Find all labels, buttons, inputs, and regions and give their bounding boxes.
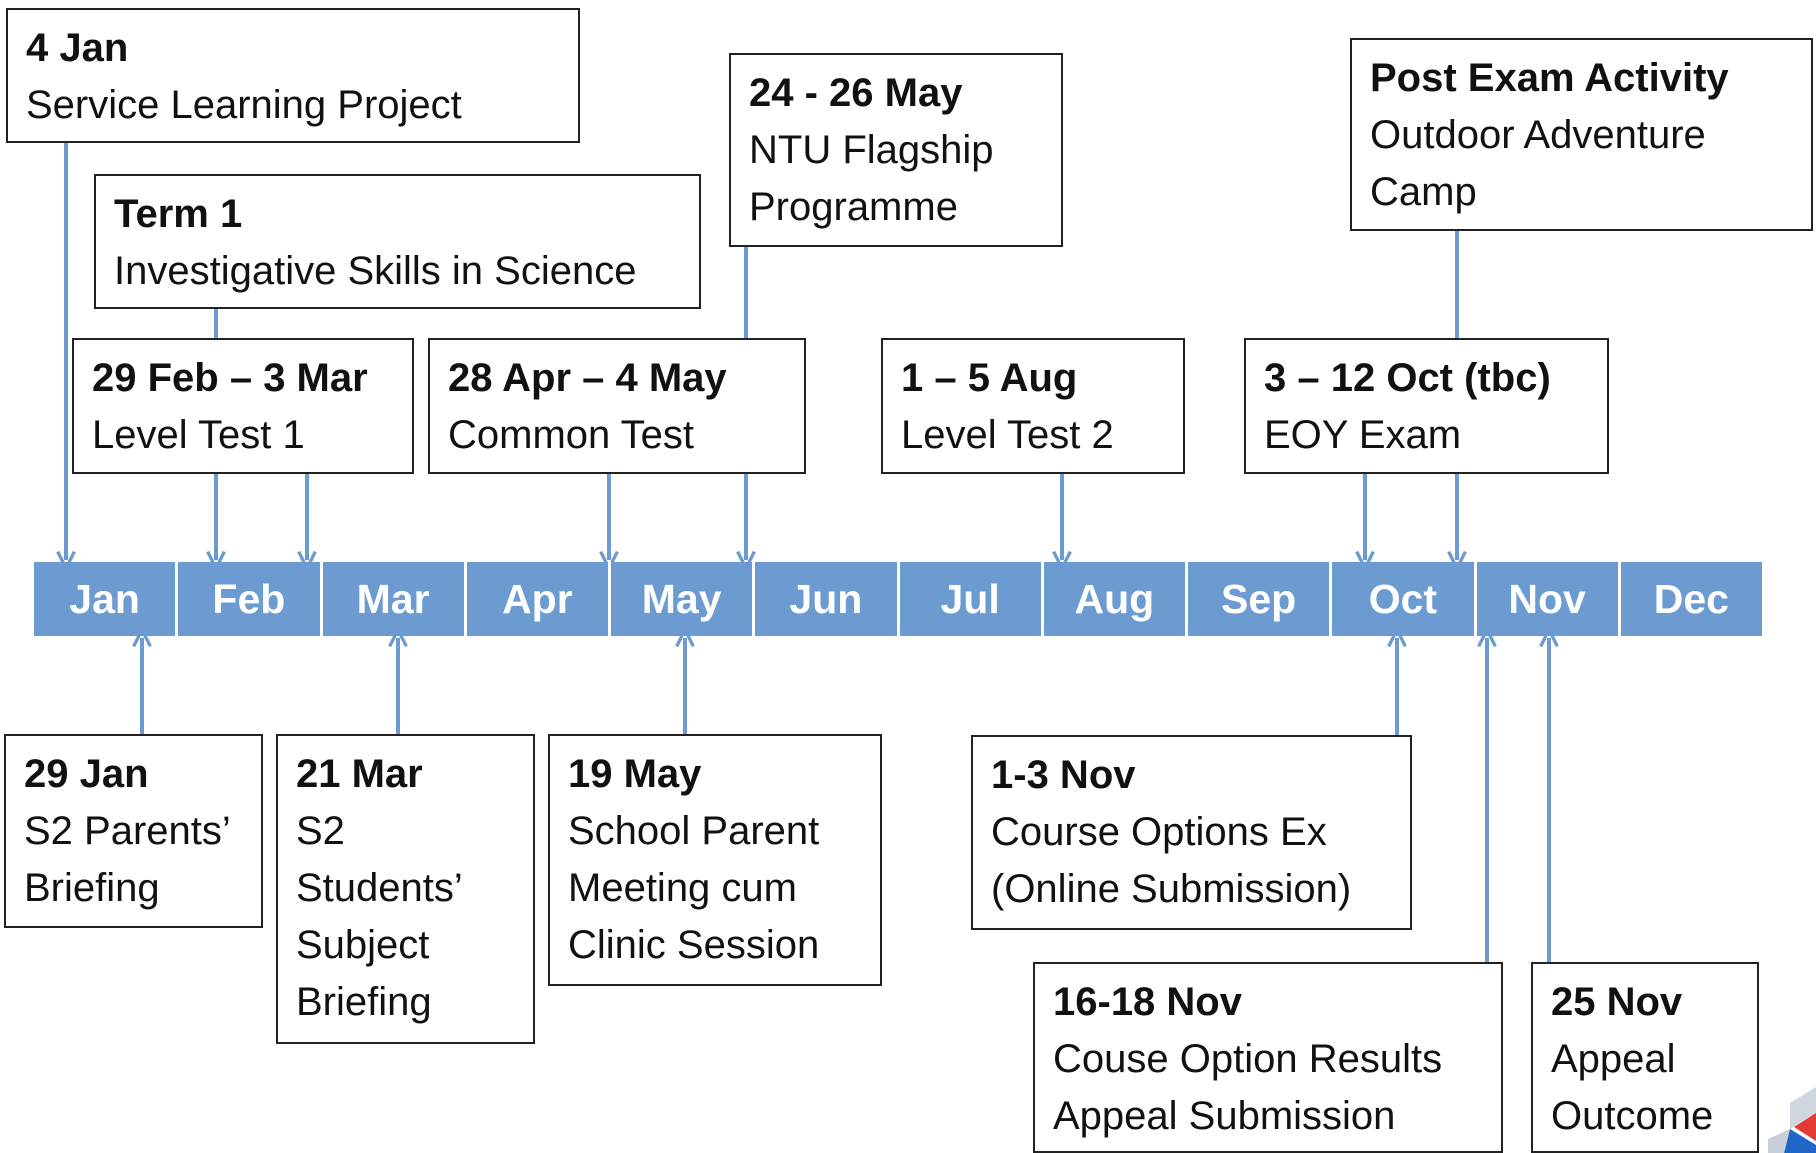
- month-jul: Jul: [899, 562, 1044, 636]
- event-term1: Term 1 Investigative Skills in Science: [94, 174, 701, 309]
- event-date: 21 Mar: [296, 752, 423, 796]
- month-mar: Mar: [322, 562, 467, 636]
- event-desc: Investigative Skills in Science: [114, 249, 637, 293]
- event-date: 29 Jan: [24, 752, 149, 796]
- event-date: Term 1: [114, 192, 243, 236]
- event-desc: School Parent Meeting cum Clinic Session: [568, 809, 820, 967]
- event-desc: Outdoor Adventure Camp: [1370, 113, 1706, 214]
- event-ntu: 24 - 26 May NTU Flagship Programme: [729, 53, 1063, 247]
- month-sep: Sep: [1188, 562, 1333, 636]
- month-bar: Jan Feb Mar Apr May Jun Jul Aug Sep Oct …: [34, 562, 1762, 636]
- event-date: 3 – 12 Oct (tbc): [1264, 356, 1551, 400]
- event-date: 1-3 Nov: [991, 753, 1136, 797]
- event-post-exam: Post Exam Activity Outdoor Adventure Cam…: [1350, 38, 1813, 231]
- event-students-briefing: 21 Mar S2 Students’ Subject Briefing: [276, 734, 535, 1044]
- month-apr: Apr: [466, 562, 611, 636]
- event-level-test-1: 29 Feb – 3 Mar Level Test 1: [72, 338, 414, 474]
- event-service-learning: 4 Jan Service Learning Project: [6, 8, 580, 143]
- event-appeal-submission: 16-18 Nov Couse Option Results Appeal Su…: [1033, 962, 1503, 1153]
- event-date: 1 – 5 Aug: [901, 356, 1078, 400]
- month-jun: Jun: [755, 562, 900, 636]
- event-appeal-outcome: 25 Nov Appeal Outcome: [1531, 962, 1759, 1153]
- event-date: Post Exam Activity: [1370, 56, 1729, 100]
- event-desc: Couse Option Results Appeal Submission: [1053, 1037, 1443, 1138]
- event-date: 29 Feb – 3 Mar: [92, 356, 368, 400]
- event-date: 24 - 26 May: [749, 71, 963, 115]
- event-course-options: 1-3 Nov Course Options Ex (Online Submis…: [971, 735, 1412, 930]
- event-desc: Service Learning Project: [26, 83, 462, 127]
- event-desc: Level Test 2: [901, 413, 1114, 457]
- event-date: 4 Jan: [26, 26, 129, 70]
- month-feb: Feb: [178, 562, 323, 636]
- event-date: 25 Nov: [1551, 980, 1683, 1024]
- event-desc: S2 Parents’ Briefing: [24, 809, 230, 910]
- event-desc: NTU Flagship Programme: [749, 128, 994, 229]
- event-school-parent-meeting: 19 May School Parent Meeting cum Clinic …: [548, 734, 882, 986]
- event-date: 16-18 Nov: [1053, 980, 1242, 1024]
- event-desc: Appeal Outcome: [1551, 1037, 1714, 1138]
- event-desc: Common Test: [448, 413, 695, 457]
- month-oct: Oct: [1332, 562, 1477, 636]
- event-date: 19 May: [568, 752, 702, 796]
- month-nov: Nov: [1476, 562, 1621, 636]
- month-aug: Aug: [1043, 562, 1188, 636]
- month-jan: Jan: [34, 562, 179, 636]
- month-may: May: [611, 562, 756, 636]
- event-common-test: 28 Apr – 4 May Common Test: [428, 338, 806, 474]
- event-date: 28 Apr – 4 May: [448, 356, 727, 400]
- logo-icon: [1768, 1087, 1816, 1153]
- month-dec: Dec: [1620, 562, 1762, 636]
- event-parents-briefing: 29 Jan S2 Parents’ Briefing: [4, 734, 263, 928]
- event-desc: S2 Students’ Subject Briefing: [296, 809, 462, 1024]
- event-desc: Course Options Ex (Online Submission): [991, 810, 1352, 911]
- event-desc: Level Test 1: [92, 413, 305, 457]
- event-desc: EOY Exam: [1264, 413, 1462, 457]
- event-level-test-2: 1 – 5 Aug Level Test 2: [881, 338, 1185, 474]
- event-eoy-exam: 3 – 12 Oct (tbc) EOY Exam: [1244, 338, 1609, 474]
